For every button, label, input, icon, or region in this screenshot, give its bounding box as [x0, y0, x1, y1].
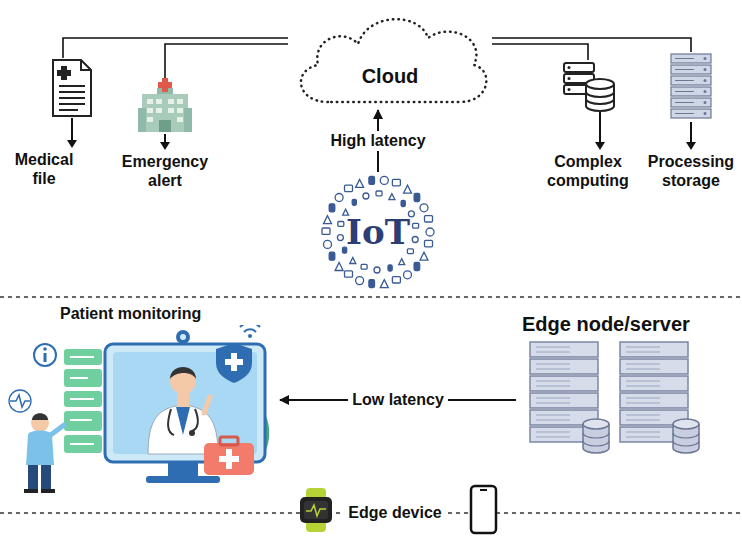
smartphone-icon — [471, 486, 496, 533]
cloud-outline — [288, 8, 492, 110]
node-text: Processing storage — [644, 152, 738, 190]
node-text: Patient monitoring — [60, 304, 280, 323]
emergency-alert-node: Emergency alert — [120, 78, 210, 190]
patient-monitoring-panel: Patient monitoring — [8, 304, 280, 495]
node-text: Emergency alert — [120, 152, 210, 190]
connector — [492, 38, 691, 52]
node-text: Complex computing — [540, 152, 636, 190]
node-text: Edge node/server — [522, 312, 726, 336]
edge-label: High latency — [326, 131, 429, 150]
node-text: IoT — [318, 212, 438, 252]
connector — [165, 44, 288, 78]
edge-label: Low latency — [348, 390, 448, 409]
edge-server-icons — [516, 336, 726, 460]
patient-monitoring-illustration — [8, 325, 280, 495]
smartwatch-icon — [300, 488, 332, 532]
medical-file-icon — [8, 58, 118, 150]
connector — [492, 44, 588, 60]
hospital-icon — [120, 78, 210, 152]
complex-computing-node: Complex computing — [540, 60, 636, 190]
node-text: Cloud — [288, 64, 492, 88]
connector — [63, 38, 288, 58]
medical-file-node: Medical file — [8, 58, 118, 188]
node-text: Medical file — [8, 150, 80, 188]
server-database-icon — [540, 60, 636, 152]
processing-storage-node: Processing storage — [644, 52, 738, 190]
storage-rack-icon — [644, 52, 738, 152]
divider-line — [0, 296, 742, 298]
free-label: Edge device — [344, 503, 445, 522]
iot-circle: IoT — [318, 172, 438, 292]
edge-server-group: Edge node/server — [516, 312, 726, 460]
cloud-shape: Cloud — [288, 8, 492, 110]
